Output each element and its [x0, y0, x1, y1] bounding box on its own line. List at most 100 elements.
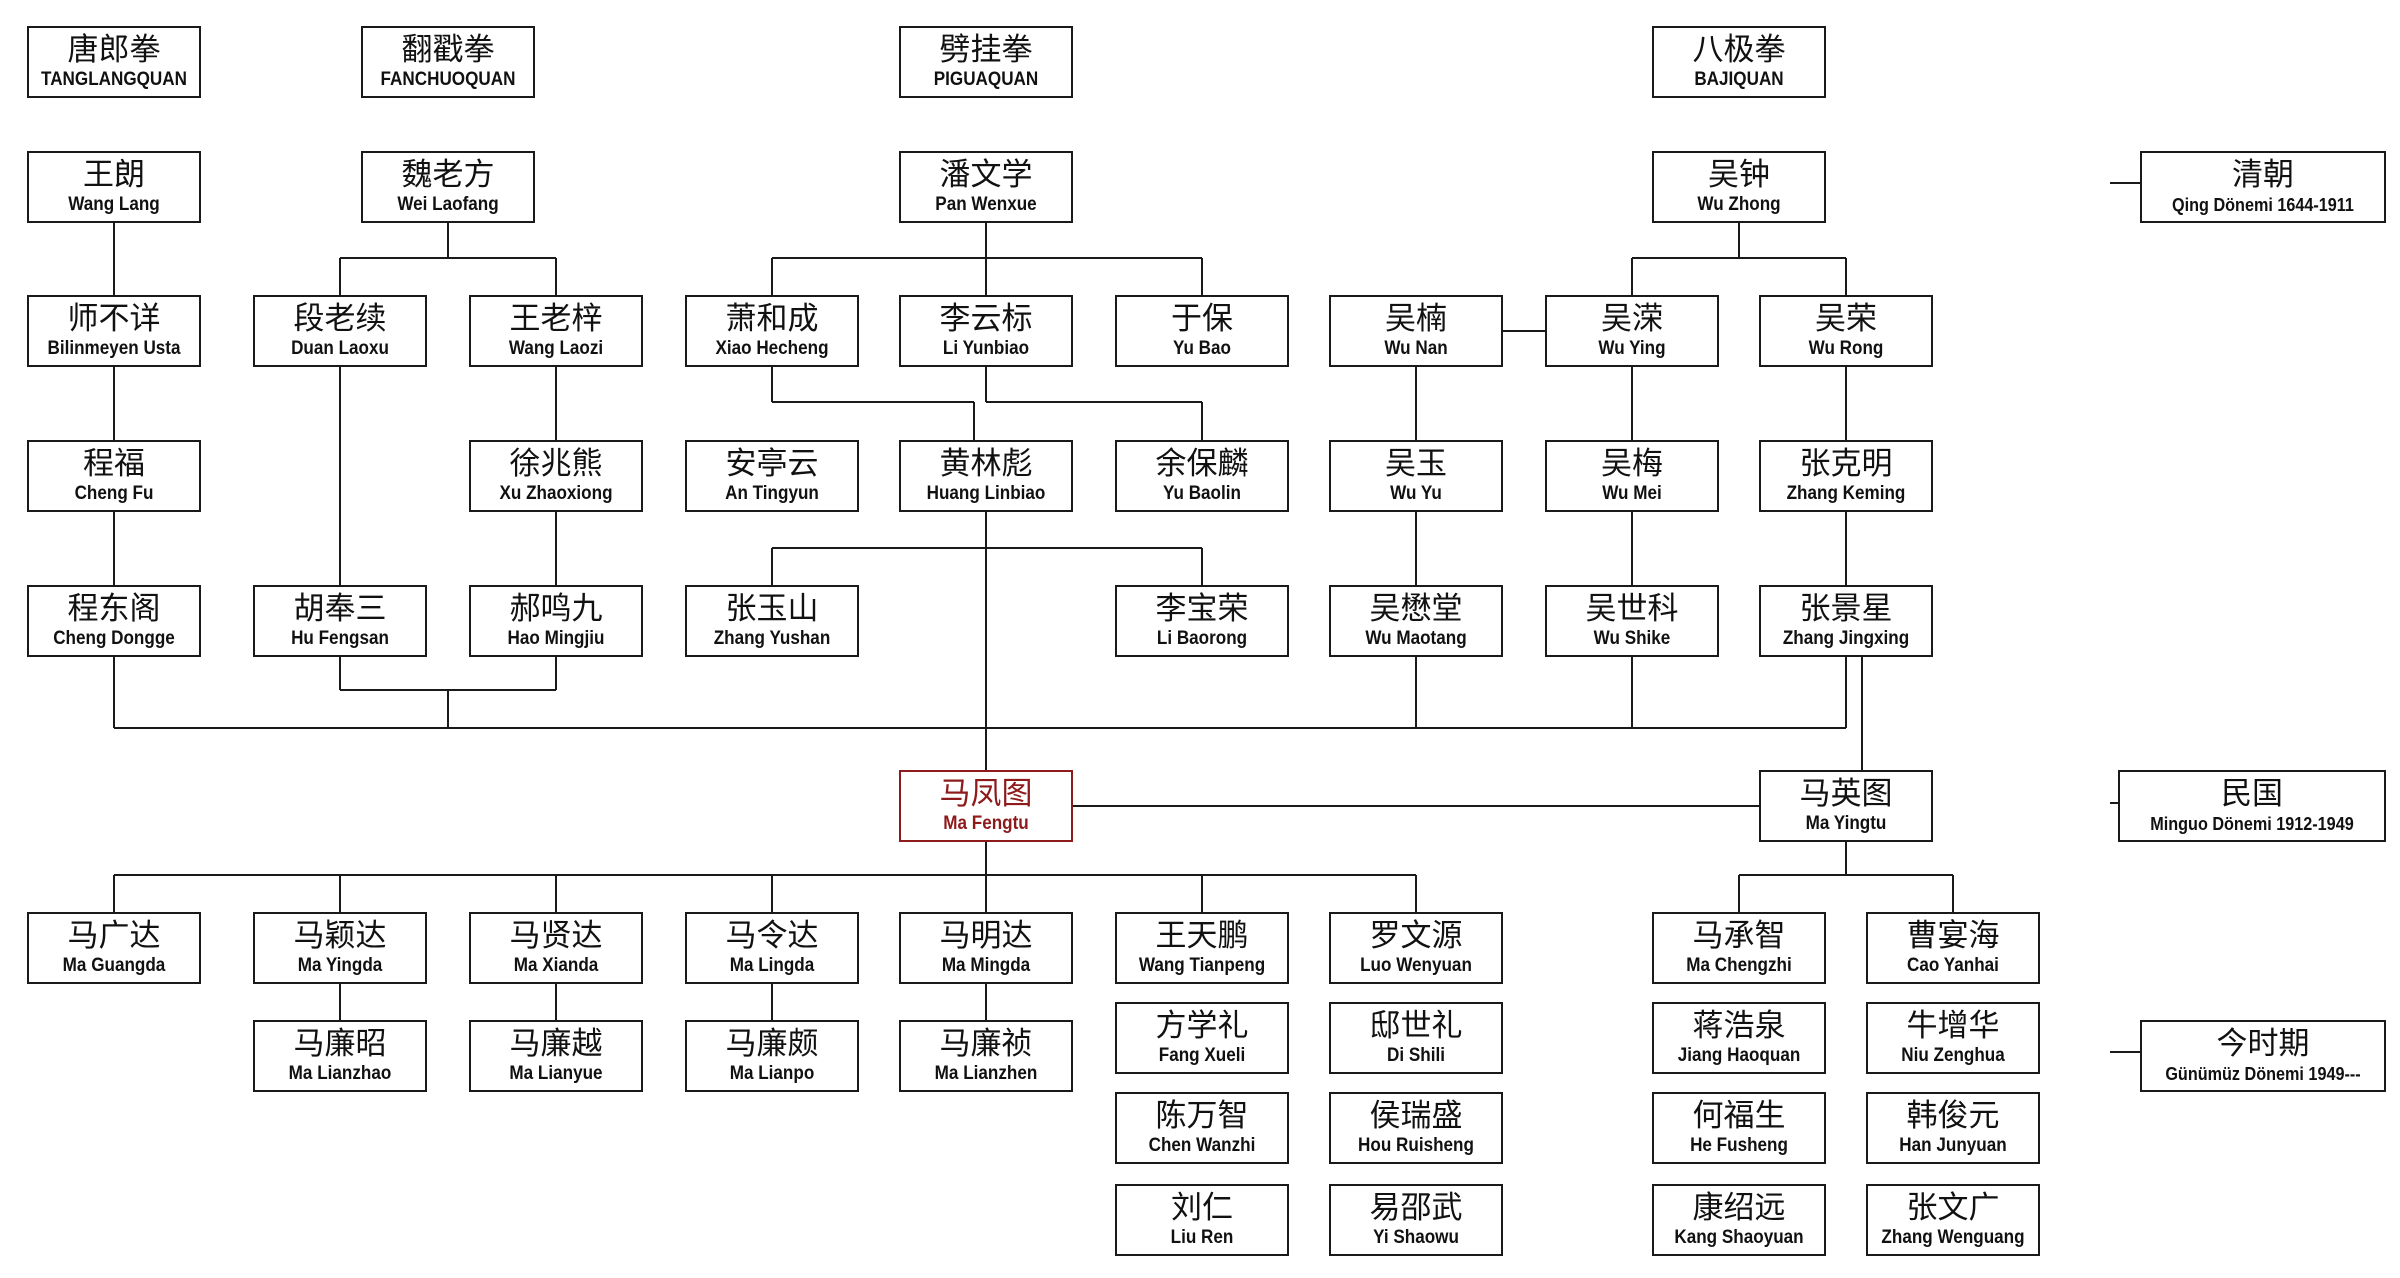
latin-name: Wu Rong	[1808, 338, 1884, 359]
chinese-name: 于保	[1171, 301, 1233, 337]
chinese-name: 马廉颇	[725, 1026, 819, 1062]
chinese-name: 吴玉	[1385, 446, 1447, 482]
chinese-name: 劈挂拳	[939, 32, 1033, 68]
chinese-name: 安亭云	[725, 446, 819, 482]
latin-name: Wu Zhong	[1697, 194, 1781, 215]
latin-name: An Tingyun	[725, 483, 819, 504]
chinese-name: 刘仁	[1171, 1190, 1233, 1226]
chinese-name: 张文广	[1906, 1190, 2000, 1226]
latin-name: Niu Zenghua	[1901, 1045, 2005, 1066]
chinese-name: 八极拳	[1692, 32, 1786, 68]
chinese-name: 方学礼	[1155, 1008, 1249, 1044]
chinese-name: 潘文学	[939, 157, 1033, 193]
chinese-name: 康绍远	[1692, 1190, 1786, 1226]
chinese-name: 马廉越	[509, 1026, 603, 1062]
latin-name: Ma Lianpo	[729, 1063, 815, 1084]
chinese-name: 侯瑞盛	[1369, 1098, 1463, 1134]
latin-name: Cheng Dongge	[53, 628, 175, 649]
chinese-name: 何福生	[1692, 1098, 1786, 1134]
latin-name: Hou Ruisheng	[1358, 1135, 1474, 1156]
latin-name: Wei Laofang	[397, 194, 499, 215]
chinese-name: 唐郎拳	[67, 32, 161, 68]
latin-name: Jiang Haoquan	[1677, 1045, 1801, 1066]
latin-name: Wu Ying	[1598, 338, 1666, 359]
latin-name: Qing Dönemi 1644-1911	[2172, 195, 2354, 215]
chinese-name: 马凤图	[939, 776, 1033, 812]
chinese-name: 马广达	[67, 918, 161, 954]
chinese-name: 马明达	[939, 918, 1033, 954]
latin-name: Minguo Dönemi 1912-1949	[2150, 814, 2354, 834]
latin-name: Zhang Keming	[1786, 483, 1906, 504]
latin-name: Chen Wanzhi	[1148, 1135, 1256, 1156]
latin-name: Ma Yingda	[297, 955, 383, 976]
chinese-name: 师不详	[67, 301, 161, 337]
chinese-name: 胡奉三	[293, 591, 387, 627]
latin-name: Zhang Jingxing	[1782, 628, 1910, 649]
chinese-name: 马廉祯	[939, 1026, 1033, 1062]
latin-name: Xu Zhaoxiong	[499, 483, 613, 504]
latin-name: Bilinmeyen Usta	[47, 338, 181, 359]
chinese-name: 民国	[2221, 776, 2283, 812]
chinese-name: 韩俊元	[1906, 1098, 2000, 1134]
latin-name: PIGUAQUAN	[933, 69, 1039, 90]
latin-name: Günümüz Dönemi 1949---	[2165, 1064, 2361, 1084]
chinese-name: 程福	[83, 446, 145, 482]
latin-name: FANCHUOQUAN	[380, 69, 516, 90]
latin-name: Hao Mingjiu	[507, 628, 605, 649]
latin-name: Li Baorong	[1156, 628, 1248, 649]
latin-name: Yi Shaowu	[1373, 1227, 1459, 1248]
chinese-name: 吴楠	[1385, 301, 1447, 337]
chinese-name: 张玉山	[725, 591, 819, 627]
chinese-name: 马贤达	[509, 918, 603, 954]
chinese-name: 吴梅	[1601, 446, 1663, 482]
latin-name: Ma Lianzhao	[288, 1063, 392, 1084]
chinese-name: 段老续	[293, 301, 387, 337]
chinese-name: 马令达	[725, 918, 819, 954]
chinese-name: 吴懋堂	[1369, 591, 1463, 627]
chinese-name: 马颖达	[293, 918, 387, 954]
latin-name: Huang Linbiao	[926, 483, 1046, 504]
chinese-name: 魏老方	[401, 157, 495, 193]
chinese-name: 曹宴海	[1906, 918, 2000, 954]
chinese-name: 吴钟	[1708, 157, 1770, 193]
latin-name: Wu Nan	[1384, 338, 1448, 359]
latin-name: He Fusheng	[1690, 1135, 1788, 1156]
chinese-name: 李宝荣	[1155, 591, 1249, 627]
latin-name: Wu Mei	[1602, 483, 1662, 504]
chinese-name: 吴溁	[1601, 301, 1663, 337]
chinese-name: 清朝	[2232, 157, 2294, 193]
chinese-name: 易邵武	[1369, 1190, 1463, 1226]
latin-name: Yu Bao	[1173, 338, 1231, 359]
latin-name: Kang Shaoyuan	[1674, 1227, 1804, 1248]
latin-name: Ma Xianda	[513, 955, 599, 976]
